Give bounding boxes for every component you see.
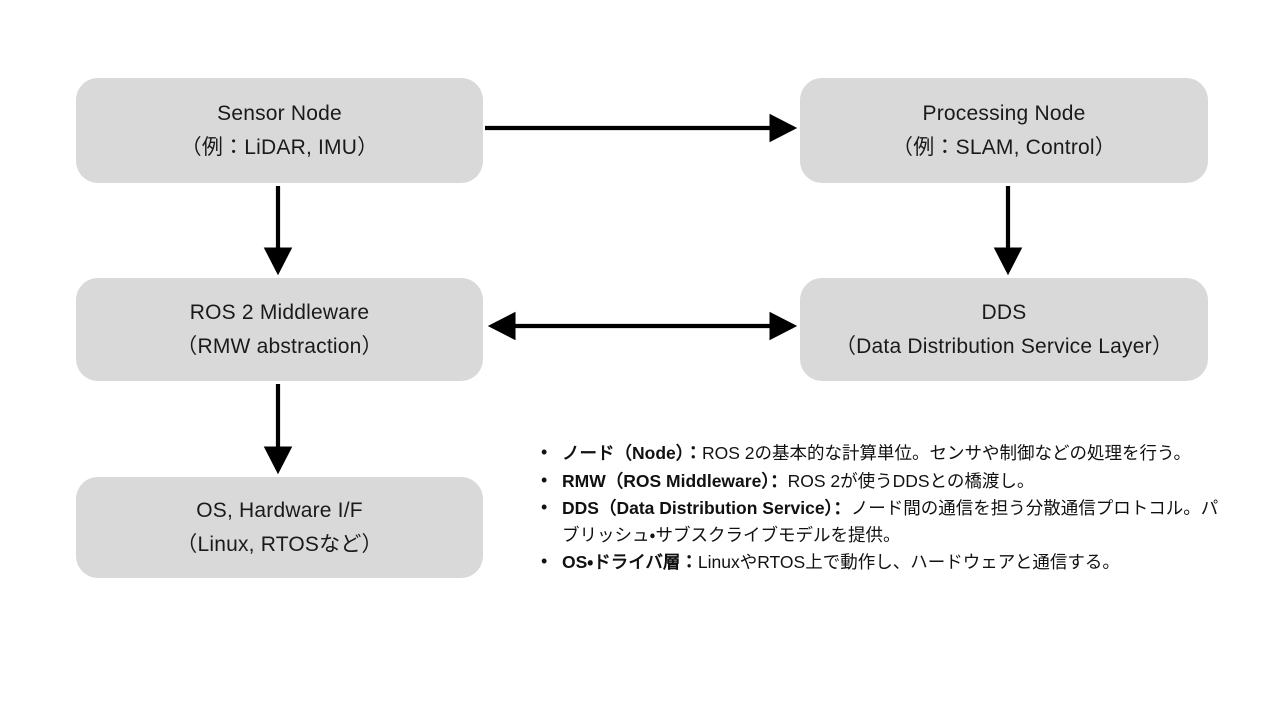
legend-item-os-driver-term: OS・ドライバ層: [562, 552, 681, 573]
node-box-dds[interactable]: DDS （Data Distribution Service Layer）: [800, 278, 1208, 381]
node-box-processing-line2: （例：SLAM, Control）: [892, 136, 1116, 159]
node-box-dds-line2: （Data Distribution Service Layer）: [834, 335, 1174, 358]
legend-item-dds-separator: ：: [833, 498, 851, 519]
node-box-processing-line1: Processing Node: [922, 102, 1086, 125]
legend-item-node: ノード（Node）：ROS 2の基本的な計算単位。センサや制御などの処理を行う。: [541, 439, 1231, 467]
legend-item-rmw-desc: ROS 2が使うDDSとの橋渡し。: [787, 470, 1035, 491]
legend-item-rmw-term: RMW（ROS Middleware）: [562, 470, 771, 491]
legend-item-node-term: ノード（Node）: [562, 443, 685, 463]
node-box-sensor[interactable]: Sensor Node （例：LiDAR, IMU）: [76, 78, 483, 183]
node-box-ros2-middleware-line2: （RMW abstraction）: [176, 335, 383, 358]
node-box-os-hardware-line1: OS, Hardware I/F: [196, 499, 363, 522]
legend-item-node-separator: ：: [684, 443, 703, 463]
node-box-sensor-line2: （例：LiDAR, IMU）: [180, 136, 379, 159]
legend-item-os-driver-separator: ：: [680, 552, 698, 573]
node-box-ros2-middleware[interactable]: ROS 2 Middleware （RMW abstraction）: [76, 278, 483, 381]
node-box-ros2-middleware-line1: ROS 2 Middleware: [189, 301, 370, 324]
node-box-sensor-line1: Sensor Node: [217, 102, 342, 125]
node-box-os-hardware[interactable]: OS, Hardware I/F （Linux, RTOSなど）: [76, 477, 483, 578]
legend-item-rmw-separator: ：: [770, 470, 788, 491]
node-box-processing[interactable]: Processing Node （例：SLAM, Control）: [800, 78, 1208, 183]
legend-item-dds-term: DDS（Data Distribution Service）: [562, 498, 834, 519]
legend-item-dds: DDS（Data Distribution Service）：ノード間の通信を担…: [541, 494, 1231, 548]
legend-item-node-desc: ROS 2の基本的な計算単位。センサや制御などの処理を行う。: [702, 443, 1191, 463]
legend-item-os-driver: OS・ドライバ層：LinuxやRTOS上で動作し、ハードウェアと通信する。: [541, 548, 1231, 576]
node-box-dds-line1: DDS: [981, 301, 1027, 324]
legend-item-rmw: RMW（ROS Middleware）：ROS 2が使うDDSとの橋渡し。: [541, 467, 1231, 495]
legend-list: ノード（Node）：ROS 2の基本的な計算単位。センサや制御などの処理を行う。…: [531, 439, 1231, 577]
legend-item-dds-desc: ノード間の通信を担う分散通信プロトコル。パブリッシュ・サブスクライブモデルを提供…: [562, 498, 1219, 545]
node-box-os-hardware-line2: （Linux, RTOSなど）: [176, 533, 383, 556]
legend-item-os-driver-desc: LinuxやRTOS上で動作し、ハードウェアと通信する。: [697, 552, 1120, 573]
